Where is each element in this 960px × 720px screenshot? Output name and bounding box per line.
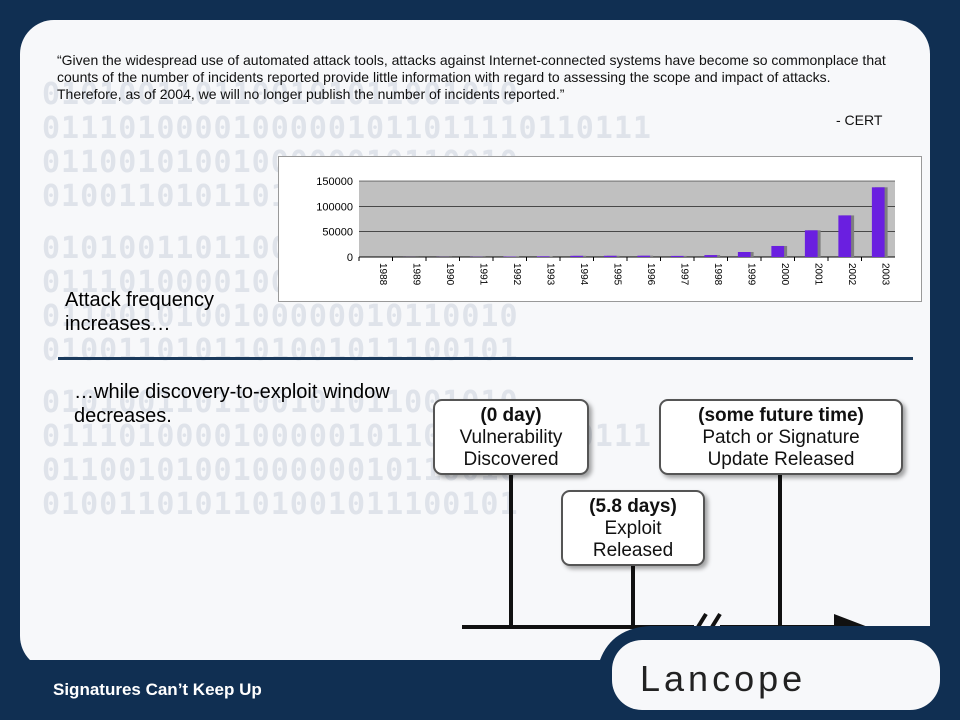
- bar: [637, 255, 651, 257]
- logo-plate: [612, 640, 940, 710]
- x-tick-label: 1996: [645, 263, 656, 286]
- box-title: (5.8 days): [589, 496, 677, 517]
- footer-title: Signatures Can’t Keep Up: [53, 680, 262, 699]
- x-tick-label: 2000: [779, 263, 790, 286]
- x-tick-label: 2001: [812, 263, 823, 286]
- y-tick-label: 0: [347, 252, 353, 264]
- bar: [670, 255, 684, 257]
- x-tick-label: 2002: [846, 263, 857, 286]
- quote-attribution: - CERT: [836, 112, 883, 128]
- x-tick-label: 2003: [879, 263, 890, 286]
- timeline-box-exploit: (5.8 days) Exploit Released: [561, 490, 705, 566]
- headline-exploit-window: …while discovery-to-exploit window decre…: [74, 381, 390, 427]
- bar: [771, 245, 785, 257]
- x-tick-label: 1992: [511, 263, 522, 286]
- box-line: Exploit: [604, 518, 662, 539]
- section-divider: [58, 357, 913, 360]
- x-tick-label: 1994: [578, 263, 589, 286]
- box-line: Vulnerability: [459, 427, 563, 448]
- bar: [838, 215, 852, 257]
- y-tick-label: 50000: [322, 227, 353, 239]
- box-line: Released: [592, 540, 674, 561]
- box-line: Discovered: [463, 449, 559, 470]
- x-tick-label: 1997: [678, 263, 689, 286]
- bar: [570, 255, 584, 257]
- box-title: (some future time): [698, 405, 864, 426]
- binary-row: 0100110101101001011100101: [42, 487, 519, 522]
- binary-row: 01110100001000001011011110110111: [42, 111, 652, 146]
- x-tick-label: 1988: [377, 263, 388, 286]
- bar: [737, 252, 751, 257]
- binary-row: 0101001101100101011001010: [42, 77, 519, 112]
- headline-attack-frequency: Attack frequency increases…: [65, 289, 214, 335]
- bar: [871, 187, 885, 257]
- bar: [704, 255, 718, 257]
- x-tick-label: 1999: [745, 263, 756, 286]
- bar: [603, 255, 617, 257]
- bar: [804, 230, 818, 257]
- x-tick-label: 1989: [410, 263, 421, 286]
- x-tick-label: 1995: [611, 263, 622, 286]
- incidents-chart: 0 50000 100000 150000 1988 1989 1990 1991 1992 19…: [278, 156, 922, 302]
- incidents-bar-chart: 0 50000 100000 150000 1988 1989 1990 1991 1992 19…: [316, 176, 895, 286]
- x-tick-label: 1990: [444, 263, 455, 286]
- x-tick-label: 1998: [712, 263, 723, 286]
- x-tick-label: 1993: [544, 263, 555, 286]
- cert-quote: “Given the widespread use of automated a…: [57, 52, 886, 102]
- x-tick-label: 1991: [477, 263, 488, 286]
- binary-row: 0110010100100000010110010: [42, 299, 519, 334]
- box-line: Patch or Signature: [702, 427, 860, 448]
- lancope-logo: Lancope: [640, 658, 807, 699]
- box-line: Update Released: [707, 449, 855, 470]
- y-tick-label: 150000: [316, 176, 353, 188]
- timeline-box-zero-day: (0 day) Vulnerability Discovered: [433, 399, 589, 475]
- binary-row: 0100110101101001011100101: [42, 333, 519, 368]
- box-title: (0 day): [480, 405, 542, 426]
- bar: [536, 256, 550, 257]
- y-tick-label: 100000: [316, 201, 353, 213]
- timeline-box-patch: (some future time) Patch or Signature Up…: [659, 399, 903, 475]
